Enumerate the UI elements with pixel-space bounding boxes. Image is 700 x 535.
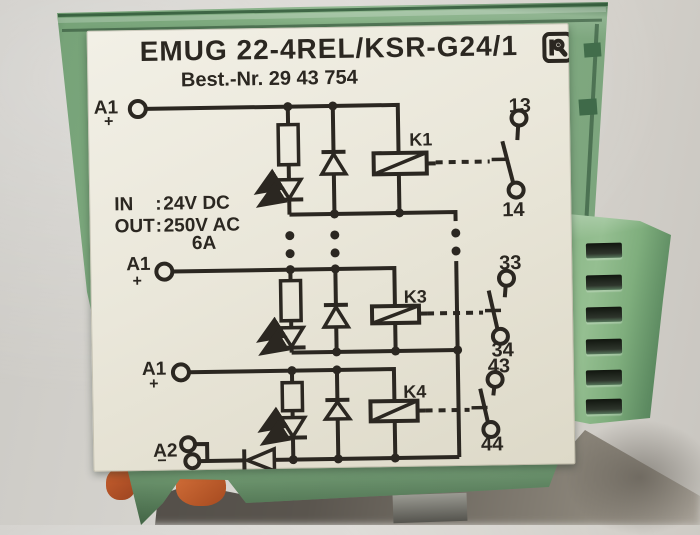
schematic-svg: EMUG 22-4REL/KSR-G24/1 Best.-Nr. 29 43 7… [87, 23, 576, 472]
mechanical-link [436, 161, 490, 162]
connector-slot [586, 339, 622, 355]
led-icon [258, 179, 304, 215]
connector-slot [586, 275, 622, 291]
junction-dot [289, 455, 298, 464]
flyback-diode-icon [323, 269, 348, 352]
return-rail [274, 457, 459, 460]
terminal-ring-icon [173, 364, 189, 380]
polarity-plus: + [104, 113, 114, 130]
junction-dot [391, 453, 400, 462]
mechanical-link [426, 410, 470, 411]
relay-coil-icon [370, 401, 426, 459]
resistor-icon [280, 269, 301, 327]
contact-label-14: 14 [502, 199, 525, 221]
connector-slot [586, 307, 622, 323]
bus-line [456, 261, 459, 457]
return-rail [292, 350, 458, 353]
input-label: IN [114, 194, 133, 215]
contact-switch-icon [491, 110, 528, 198]
product-title: EMUG 22-4REL/KSR-G24/1 [139, 30, 518, 67]
led-icon [262, 417, 308, 460]
led-arrow-icon [258, 181, 276, 192]
coil-label-k1: K1 [409, 129, 432, 149]
order-number: Best.-Nr. 29 43 754 [181, 67, 359, 92]
phoenix-contact-logo-icon [544, 34, 571, 61]
connector-slot [586, 243, 622, 259]
ratings-block: IN : 24V DC OUT : 250V AC 6A [114, 192, 241, 255]
terminal-label-a1: A1 [126, 254, 151, 275]
output-separator: : [155, 216, 162, 237]
module-side-notch [584, 42, 602, 57]
contact-label-44: 44 [481, 433, 504, 455]
junction-dot [330, 209, 339, 218]
resistor-icon [278, 107, 299, 180]
junction-dot [391, 346, 400, 355]
polarity-plus: + [132, 273, 142, 290]
connector-slot [586, 370, 622, 386]
channel-k3-circuit: A1 + K3 [126, 248, 523, 367]
output-label: OUT [114, 216, 155, 238]
contact-switch-icon [484, 271, 515, 344]
current-rating: 6A [192, 233, 217, 254]
polarity-minus: − [157, 453, 167, 470]
led-arrow-icon [262, 419, 280, 430]
mechanical-link [427, 313, 483, 314]
flyback-diode-icon [325, 370, 350, 459]
input-rating: 24V DC [163, 193, 230, 215]
contact-label-43: 43 [488, 355, 511, 377]
contact-switch-icon [471, 372, 504, 437]
contact-label-33: 33 [499, 252, 522, 274]
terminal-ring-icon [130, 101, 146, 117]
supply-rail [146, 105, 399, 157]
flyback-diode-icon [321, 106, 347, 214]
supply-rail [172, 268, 395, 309]
return-rail [199, 460, 244, 461]
junction-dot [334, 454, 343, 463]
input-separator: : [155, 194, 162, 215]
terminal-ring-icon [181, 437, 195, 451]
junction-dot [332, 347, 341, 356]
terminal-ring-icon [185, 454, 199, 468]
junction-dot [395, 208, 404, 217]
nameplate-label: EMUG 22-4REL/KSR-G24/1 Best.-Nr. 29 43 7… [87, 23, 576, 472]
contact-label-13: 13 [509, 95, 532, 117]
terminal-connector-block [560, 210, 676, 428]
polarity-diode-icon [244, 449, 274, 471]
soft-cast-shadow [565, 420, 700, 535]
return-rail [289, 212, 455, 224]
relay-coil-icon [374, 152, 437, 213]
terminal-ring-icon [156, 263, 172, 279]
resistor-icon [282, 370, 303, 417]
connector-slot [586, 399, 622, 415]
coil-label-k3: K3 [404, 287, 427, 307]
led-icon [260, 327, 305, 353]
relay-coil-icon [372, 306, 428, 352]
polarity-plus: + [149, 376, 159, 393]
module-side-notch [578, 98, 597, 115]
led-arrow-icon [260, 329, 278, 340]
junction-dot [453, 345, 462, 354]
coil-label-k4: K4 [403, 382, 426, 402]
continuation-dots [285, 228, 460, 258]
din-rail-recess [393, 493, 468, 524]
